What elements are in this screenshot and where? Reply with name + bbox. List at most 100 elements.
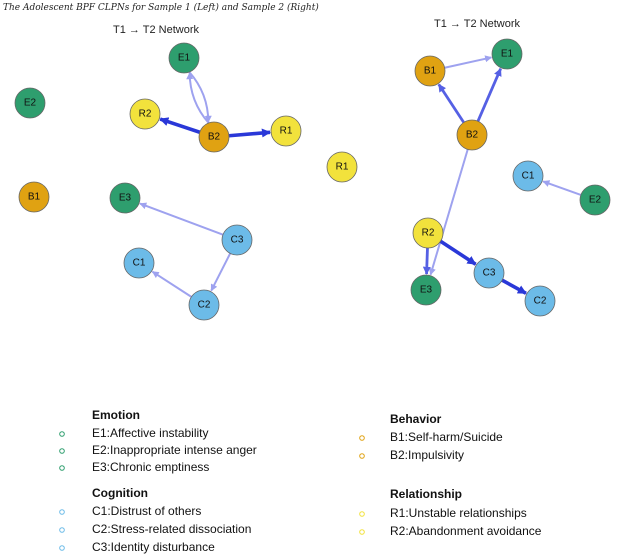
node-r2: R2 [129,98,161,130]
node-circle [168,42,200,74]
node-circle [579,184,611,216]
node-label: C3 [231,235,244,246]
legend-marker-icon [359,435,365,441]
node-circle [14,87,46,119]
legend-marker-icon [59,431,65,437]
legend-item-r1: R1:Unstable relationships [390,506,527,520]
node-circle [456,119,488,151]
legend: Emotion E1:Affective instability E2:Inap… [59,408,542,554]
node-circle [188,289,220,321]
edge-c3-to-c2 [501,278,527,295]
node-label: B1 [424,66,437,77]
node-circle [221,224,253,256]
node-circle [410,274,442,306]
node-label: R1 [336,162,349,173]
legend-marker-icon [359,511,365,517]
node-label: B2 [208,132,221,143]
edge-b2-to-e1 [186,72,210,124]
node-label: C2 [198,300,211,311]
node-c3: C3 [221,224,253,256]
node-circle [129,98,161,130]
edge-layer-sample1 [139,71,271,298]
node-e2: E2 [14,87,46,119]
node-r1: R1 [326,151,358,183]
node-circle [512,160,544,192]
node-r1: R1 [270,115,302,147]
node-label: C2 [534,296,547,307]
node-label: R2 [422,228,435,239]
legend-group-behavior: Behavior B1:Self-harm/Suicide B2:Impulsi… [359,412,503,462]
legend-item-b1: B1:Self-harm/Suicide [390,430,503,444]
edge-b2-to-e3 [428,149,469,276]
node-b1: B1 [18,181,50,213]
node-label: R1 [280,126,293,137]
edge-b2-to-r1 [228,128,271,138]
node-e3: E3 [109,182,141,214]
legend-marker-icon [59,509,65,515]
node-e1: E1 [168,42,200,74]
node-b2: B2 [456,119,488,151]
node-label: R2 [139,109,152,120]
legend-marker-icon [59,448,65,454]
node-circle [524,285,556,317]
node-label: E2 [24,98,37,109]
edge-r2-to-c3 [439,239,477,266]
legend-marker-icon [359,453,365,459]
node-c1: C1 [512,160,544,192]
node-circle [123,247,155,279]
edge-c2-to-c1 [151,270,192,298]
legend-marker-icon [359,529,365,535]
node-label: C1 [522,171,535,182]
node-r2: R2 [412,217,444,249]
node-b1: B1 [414,55,446,87]
edge-r2-to-e3 [422,247,431,275]
node-label: E1 [178,53,191,64]
node-circle [491,38,523,70]
legend-group-relationship: Relationship R1:Unstable relationships R… [359,487,542,538]
legend-item-c1: C1:Distrust of others [92,504,201,518]
legend-item-b2: B2:Impulsivity [390,448,464,462]
node-e3: E3 [410,274,442,306]
edge-e1-to-b2 [188,71,212,123]
edge-e2-to-c1 [542,180,582,196]
edge-b2-to-b1 [437,83,465,124]
node-c2: C2 [524,285,556,317]
node-circle [326,151,358,183]
legend-item-e2: E2:Inappropriate intense anger [92,443,257,457]
legend-title-emotion: Emotion [92,408,140,422]
node-label: B1 [28,192,41,203]
legend-marker-icon [59,465,65,471]
legend-item-e3: E3:Chronic emptiness [92,460,209,474]
node-label: E3 [119,193,132,204]
node-b2: B2 [198,121,230,153]
legend-title-behavior: Behavior [390,412,442,426]
node-label: E2 [589,195,602,206]
edge-b2-to-r2 [159,117,201,134]
legend-marker-icon [59,545,65,551]
node-c3: C3 [473,257,505,289]
network-title-sample2: T1 → T2 Network [434,18,520,30]
node-circle [198,121,230,153]
legend-title-relationship: Relationship [390,487,462,501]
node-label: E1 [501,49,514,60]
node-label: C3 [483,268,496,279]
node-label: B2 [466,130,479,141]
legend-item-c2: C2:Stress-related dissociation [92,522,251,536]
edge-c3-to-c2 [210,252,232,292]
node-circle [18,181,50,213]
node-label: E3 [420,285,433,296]
node-e2: E2 [579,184,611,216]
node-circle [412,217,444,249]
node-c1: C1 [123,247,155,279]
edge-layer-sample2 [422,55,582,295]
node-circle [414,55,446,87]
node-c2: C2 [188,289,220,321]
figure-caption: The Adolescent BPF CLPNs for Sample 1 (L… [3,2,319,13]
legend-item-r2: R2:Abandonment avoidance [390,524,542,538]
node-label: C1 [133,258,146,269]
legend-item-c3: C3:Identity disturbance [92,540,215,554]
